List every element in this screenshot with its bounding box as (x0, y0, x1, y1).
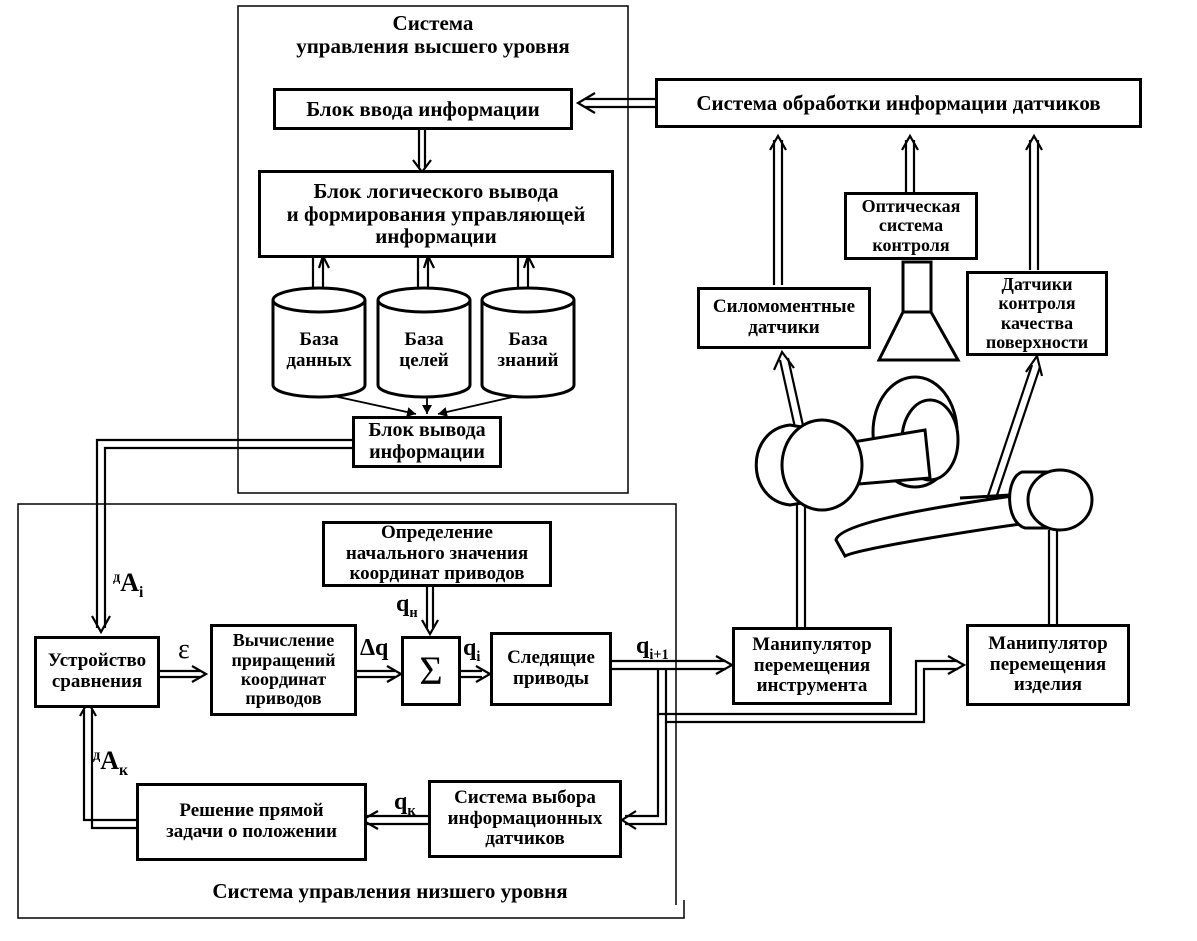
database-label-goals: База целей (399, 329, 449, 371)
upper-system-title: Система управления высшего уровня (296, 11, 570, 59)
force-sensors: Силомоментные датчики (697, 287, 871, 349)
optical-control-system: Оптическая система контроля (844, 192, 978, 260)
servo-drives-block: Следящие приводы (490, 632, 612, 706)
surface-quality-sensors: Датчики контроля качества поверхности (966, 271, 1108, 356)
machining-illustration (754, 375, 1094, 559)
signal-a-i: дAi (113, 568, 144, 602)
lower-system-title: Система управления низшего уровня (212, 879, 568, 903)
sum-block: Σ (401, 636, 461, 706)
signal-q-n: qн (396, 591, 418, 621)
sensor-processing-system: Система обработки информации датчиков (655, 78, 1142, 128)
database-cylinders (271, 286, 576, 399)
initial-values-block: Определение начального значения координа… (322, 521, 552, 587)
signal-a-k: дAк (93, 746, 129, 780)
lower-system-frame (17, 503, 685, 919)
workpiece-manipulator: Манипулятор перемещения изделия (966, 624, 1130, 706)
tool-manipulator: Манипулятор перемещения инструмента (732, 627, 892, 705)
signal-q-i1: qi+1 (636, 633, 669, 663)
upper-system-frame (237, 5, 629, 494)
optical-sensor-shape (876, 260, 961, 362)
direct-problem-block: Решение прямой задачи о положении (136, 783, 367, 861)
output-block: Блок вывода информации (352, 416, 502, 468)
increments-block: Вычисление приращений координат приводов (210, 624, 357, 716)
signal-delta-q: Δq (360, 635, 389, 661)
arrow-processing-to-input-head (575, 92, 596, 114)
sensor-selection-block: Система выбора информационных датчиков (428, 780, 622, 858)
signal-epsilon: ε (178, 634, 190, 665)
logic-block: Блок логического вывода и формирования у… (258, 170, 614, 258)
database-label-knowledge: База знаний (497, 329, 559, 371)
input-block: Блок ввода информации (273, 88, 573, 130)
database-label-data: База данных (286, 329, 352, 371)
signal-q-k: qк (394, 789, 416, 819)
signal-q-i: qi (463, 635, 481, 665)
arrow-processing-to-input (585, 97, 655, 109)
comparator-block: Устройство сравнения (34, 636, 160, 708)
